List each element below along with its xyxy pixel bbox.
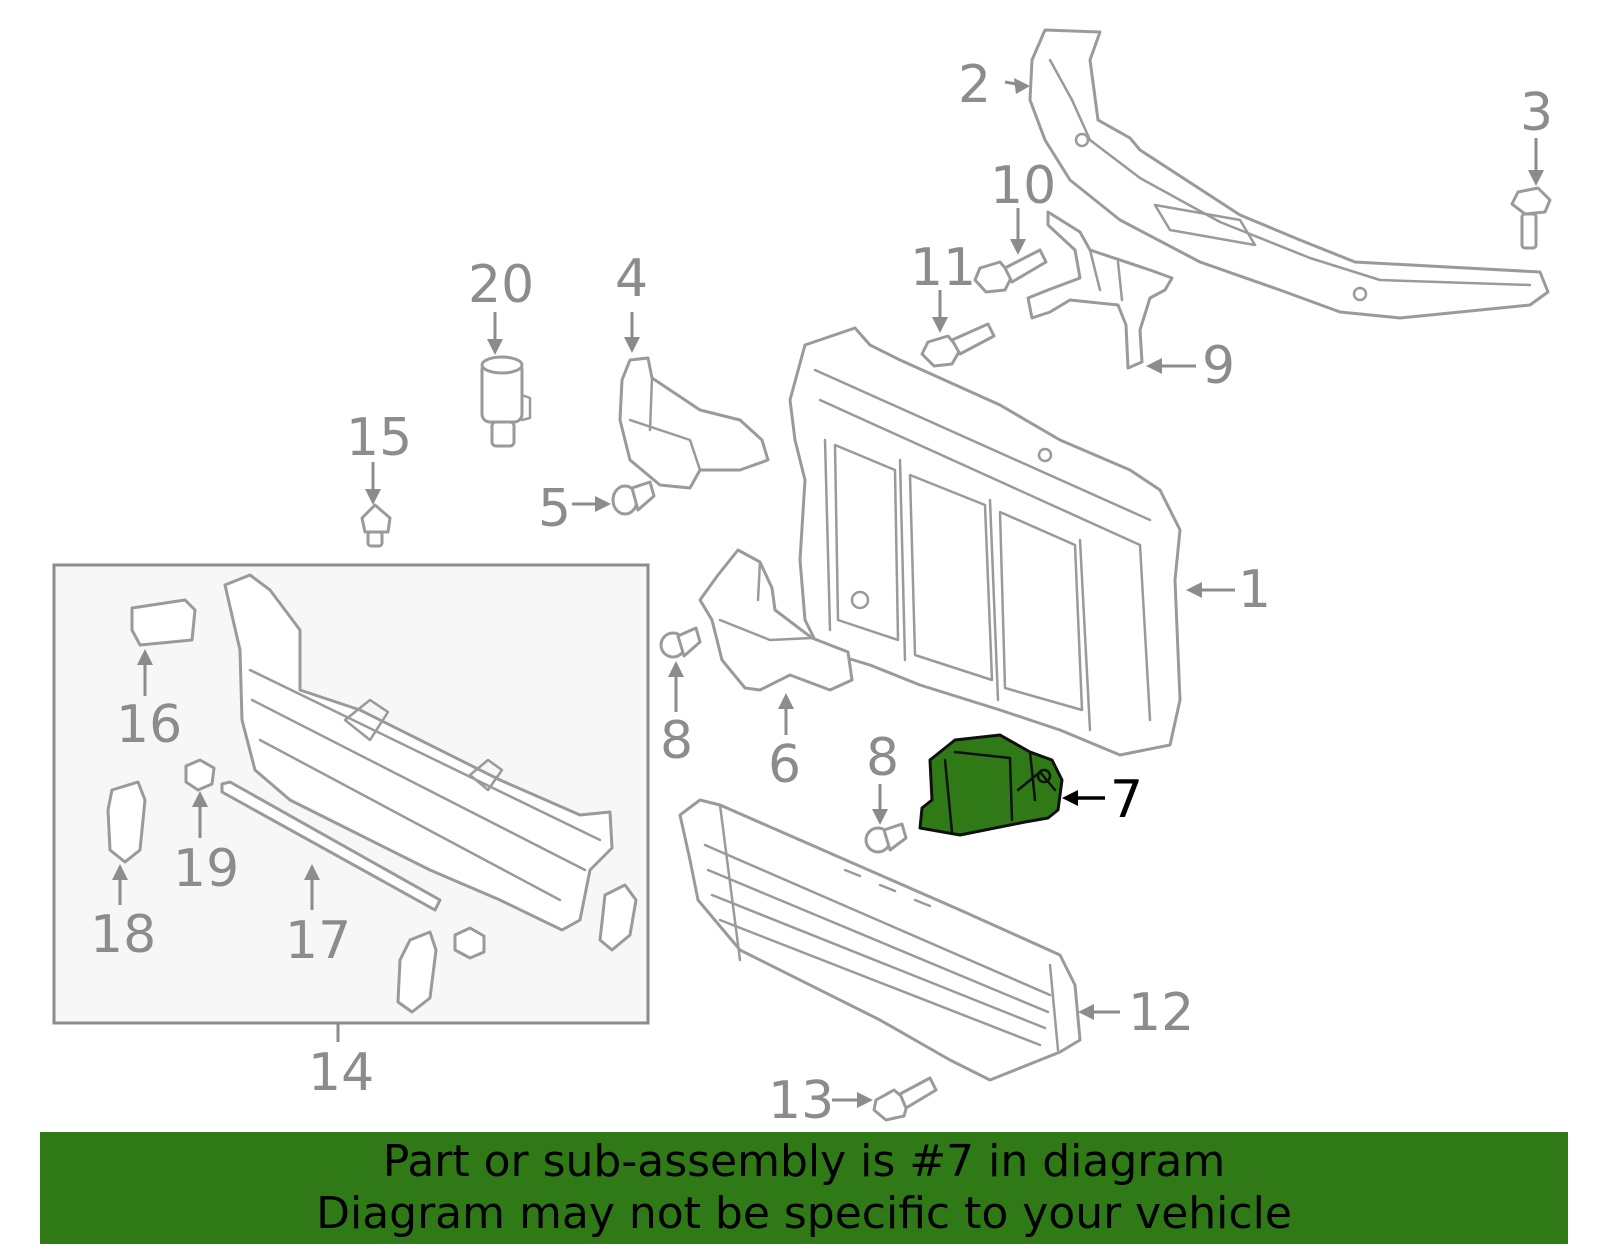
part-7-highlighted-bracket bbox=[918, 733, 1064, 837]
callout-19: 19 bbox=[173, 839, 239, 899]
callout-15: 15 bbox=[346, 408, 412, 468]
part-10-bolt bbox=[973, 248, 1048, 294]
part-8-clip-lower bbox=[864, 822, 908, 854]
part-6-air-duct bbox=[698, 548, 854, 692]
part-1-radiator-support-frame bbox=[788, 326, 1182, 757]
part-11-bolt bbox=[920, 322, 996, 368]
callout-20: 20 bbox=[468, 255, 534, 315]
banner-line-2: Diagram may not be specific to your vehi… bbox=[316, 1188, 1292, 1239]
callout-3: 3 bbox=[1520, 83, 1553, 143]
part-2-upper-support-bar bbox=[1028, 28, 1550, 320]
callout-8-left: 8 bbox=[660, 711, 693, 771]
callout-10: 10 bbox=[990, 156, 1056, 216]
leader-lines bbox=[112, 78, 1544, 1108]
callout-12: 12 bbox=[1128, 983, 1194, 1043]
part-9-bracket bbox=[1026, 210, 1174, 370]
callout-11: 11 bbox=[910, 238, 976, 298]
part-13-bolt bbox=[872, 1076, 938, 1122]
callout-17: 17 bbox=[285, 911, 351, 971]
callout-6: 6 bbox=[768, 735, 801, 795]
callout-14: 14 bbox=[308, 1043, 374, 1103]
callout-labels: 2 3 10 11 9 20 4 5 15 1 6 8 8 7 12 13 14… bbox=[90, 55, 1553, 1130]
callout-18: 18 bbox=[90, 905, 156, 965]
part-8-clip-left bbox=[659, 626, 702, 659]
callout-4: 4 bbox=[615, 249, 648, 309]
part-4-bracket bbox=[618, 356, 770, 490]
callout-16: 16 bbox=[116, 695, 182, 755]
callout-13: 13 bbox=[768, 1071, 834, 1130]
part-5-clip bbox=[611, 480, 656, 516]
part-14-subassembly-box bbox=[52, 563, 650, 1025]
part-12-grille-shutter bbox=[678, 798, 1082, 1082]
banner-line-1: Part or sub-assembly is #7 in diagram bbox=[382, 1136, 1226, 1187]
info-banner: Part or sub-assembly is #7 in diagram Di… bbox=[40, 1132, 1568, 1244]
callout-1: 1 bbox=[1238, 560, 1271, 620]
callout-7: 7 bbox=[1110, 770, 1143, 830]
callout-5: 5 bbox=[538, 479, 571, 539]
part-3-bolt bbox=[1510, 186, 1552, 250]
parts-diagram: 2 3 10 11 9 20 4 5 15 1 6 8 8 7 12 13 14… bbox=[52, 28, 1553, 1130]
part-20-sensor bbox=[480, 355, 532, 448]
callout-9: 9 bbox=[1202, 336, 1235, 396]
callout-8-lower: 8 bbox=[866, 728, 899, 788]
callout-2: 2 bbox=[958, 55, 991, 115]
part-15-clip bbox=[360, 503, 392, 548]
